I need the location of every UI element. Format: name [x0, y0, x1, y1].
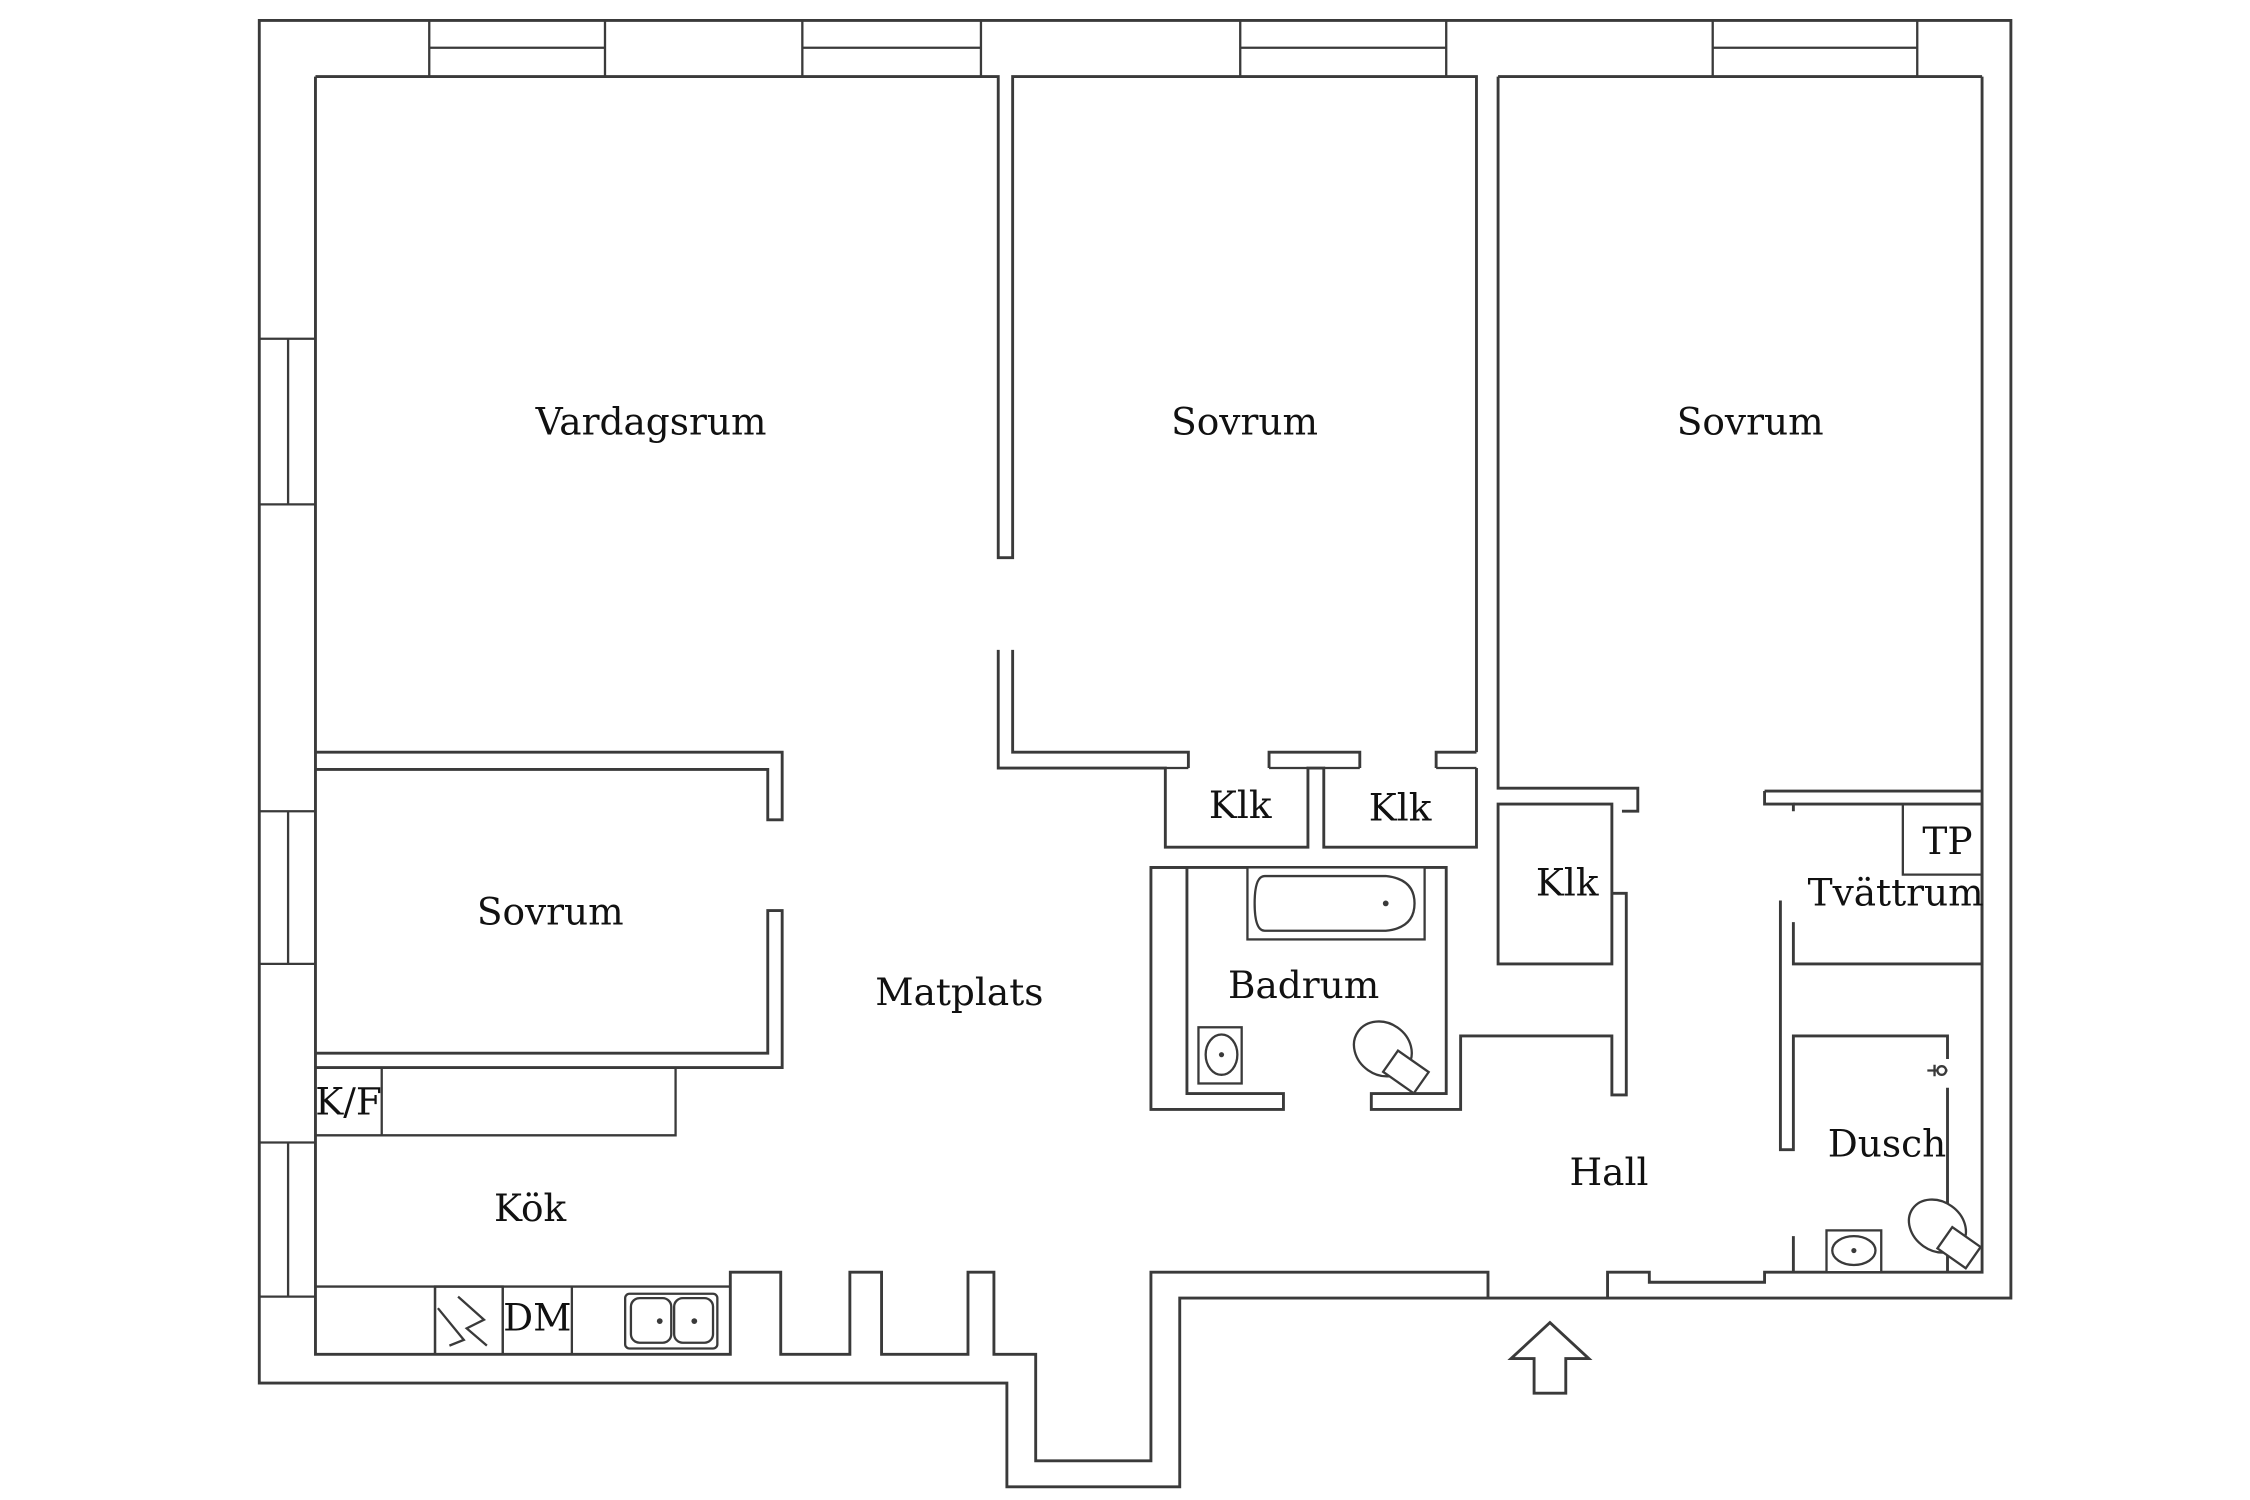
label-shower: Dusch	[1828, 1121, 1946, 1165]
label-closet-3: Klk	[1536, 861, 1599, 905]
window-top-4	[1711, 20, 1919, 77]
wall-living-bottom	[315, 750, 784, 822]
shower-sink-icon	[1825, 1229, 1883, 1274]
label-bedroom-right: Sovrum	[1677, 400, 1824, 444]
fixtures	[315, 866, 1983, 1356]
window-left-1	[259, 337, 316, 506]
label-dishwasher: DM	[503, 1296, 571, 1340]
inner-wall	[314, 76, 1490, 1463]
shower-toilet-icon	[1907, 1198, 1983, 1270]
kitchen-sink-icon	[624, 1292, 719, 1350]
label-dryer: TP	[1922, 819, 1972, 863]
fridge-counter	[315, 1066, 677, 1137]
label-bedroom-left: Sovrum	[477, 889, 624, 933]
window-top-2	[801, 20, 983, 77]
wall-bedroom-right-b	[1763, 789, 1983, 812]
wall-bedroom-left	[315, 909, 784, 1070]
bathtub-icon	[1246, 866, 1426, 941]
bathroom-sink-icon	[1197, 1026, 1243, 1085]
label-closet-2: Klk	[1369, 786, 1432, 830]
label-bedroom-middle: Sovrum	[1171, 400, 1318, 444]
label-fridge-freezer: K/F	[315, 1080, 382, 1124]
label-closet-1: Klk	[1209, 783, 1272, 827]
entrance-arrow-icon	[1507, 1320, 1593, 1395]
wall-bedroom-middle-bottom	[996, 649, 1478, 849]
wall-closets	[1011, 649, 1477, 769]
room-labels: Vardagsrum Sovrum Sovrum Sovrum Matplats…	[315, 400, 1983, 1340]
shower-head-icon	[1927, 1064, 1948, 1077]
inner-wall-right	[1606, 76, 1984, 1299]
label-kitchen: Kök	[494, 1186, 567, 1230]
stove-icon	[433, 1285, 504, 1356]
wall-laundry	[1778, 802, 1984, 1152]
wall-closet-3	[1496, 802, 1614, 966]
wall-bedroom-right	[1496, 76, 1640, 813]
outer-wall	[257, 18, 2013, 1489]
window-top-1	[428, 20, 607, 77]
label-living-room: Vardagsrum	[535, 400, 767, 444]
label-hall: Hall	[1570, 1150, 1649, 1194]
wall-bathroom-right	[1150, 865, 1628, 1111]
window-left-2	[259, 810, 316, 966]
label-laundry: Tvättrum	[1808, 871, 1984, 915]
window-top-3	[1239, 20, 1448, 77]
bathroom-toilet-icon	[1352, 1020, 1431, 1095]
label-dining: Matplats	[875, 970, 1043, 1014]
wall-top-a	[315, 75, 1478, 753]
window-left-3	[259, 1141, 316, 1298]
walls	[257, 18, 2013, 1489]
dryer-box	[1901, 804, 1983, 876]
label-bathroom: Badrum	[1228, 963, 1379, 1007]
